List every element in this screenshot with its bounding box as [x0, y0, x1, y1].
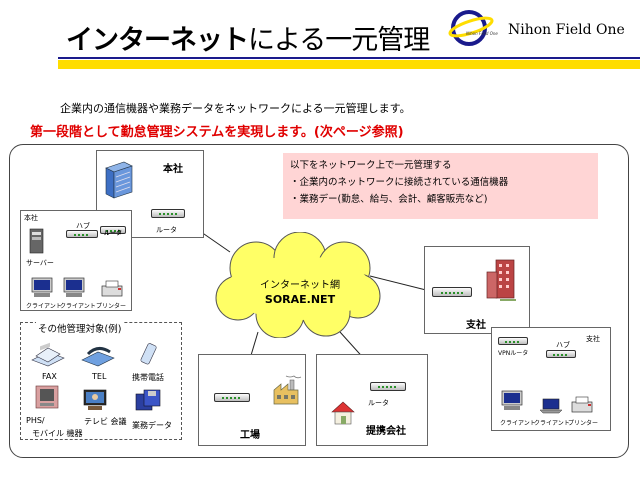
logo-swoosh: [448, 16, 494, 38]
server-rack-icon: [105, 161, 133, 199]
branch-lan-hub-label: ハブ: [556, 341, 570, 349]
vpn-router-icon: [498, 337, 528, 345]
fax-icon: [31, 342, 65, 367]
partner-name: 提携会社: [366, 426, 406, 437]
factory-router-icon: [214, 393, 250, 402]
page-title-main: インターネット: [66, 25, 249, 56]
server-icon: [29, 228, 44, 254]
intro-text: 企業内の通信機器や業務データをネットワークによる一元管理します。: [60, 102, 411, 115]
page-title: インターネットによる一元管理: [66, 18, 430, 57]
partner-router-icon: [370, 382, 406, 391]
printer-icon: [571, 396, 593, 413]
branch-lan-name: 支社: [586, 335, 600, 343]
branch-client2-label: クライアント: [534, 420, 570, 427]
hq-router-icon: [151, 209, 185, 218]
partner-router-label: ルータ: [368, 399, 389, 407]
factory-name: 工場: [240, 430, 260, 441]
branch-client1-label: クライアント: [500, 420, 536, 427]
client-pc-icon: [63, 277, 85, 297]
title-underline-yellow: [58, 60, 640, 69]
hq-lan-name: 本社: [24, 214, 38, 222]
page-title-suffix: による一元管理: [248, 25, 430, 56]
hq-router-label: ルータ: [156, 226, 177, 234]
video-conference-icon: [83, 389, 107, 410]
server-label: サーバー: [26, 259, 54, 267]
hq-client1-label: クライアント: [26, 303, 62, 310]
business-data-label: 業務データ: [132, 421, 172, 430]
mobile-phone-icon: [140, 343, 157, 365]
branch-router-icon: [432, 287, 472, 297]
laptop-icon: [539, 398, 563, 414]
telephone-icon: [81, 347, 115, 367]
partner-site: [316, 354, 428, 446]
floppy-disk-icon: [135, 389, 161, 411]
tel-label: TEL: [92, 372, 107, 381]
hq-name: 本社: [163, 164, 183, 175]
company-name: Nihon Field One: [508, 22, 625, 38]
note-line-2: ・企業内のネットワークに接続されている通信機器: [290, 177, 509, 188]
title-underline-blue: [58, 57, 640, 59]
highlight-text: 第一段階として勤怠管理システムを実現します。(次ページ参照): [30, 125, 404, 140]
video-conf-label: テレビ 会議: [84, 417, 127, 426]
branch-name: 支社: [466, 320, 486, 331]
mobile-label: 携帯電話: [132, 373, 164, 382]
hq-printer-label: プリンター: [96, 303, 127, 310]
mobile-device-label: モバイル 機器: [32, 429, 83, 438]
requirements-note: 以下をネットワーク上で一元管理する ・企業内のネットワークに接続されている通信機…: [283, 153, 598, 219]
factory-icon: [273, 375, 302, 405]
client-pc-icon: [31, 277, 53, 297]
client-pc-icon: [501, 390, 523, 410]
company-logo: [448, 10, 494, 46]
note-line-3: ・業務デー(勤怠、給与、会計、顧客販売など): [290, 194, 488, 205]
house-icon: [331, 401, 355, 425]
office-building-icon: [486, 259, 516, 301]
printer-icon: [101, 280, 123, 297]
phs-label: PHS/: [26, 416, 45, 425]
logo-wordmark: Nihon Field One: [466, 31, 498, 36]
pda-icon: [35, 385, 59, 409]
hq-lan-router-icon: [100, 226, 126, 234]
note-line-1: 以下をネットワーク上で一元管理する: [290, 160, 452, 171]
cloud-title: インターネット網: [260, 280, 340, 291]
hq-lan-hub-icon: [66, 230, 98, 238]
branch-printer-label: プリンター: [568, 420, 599, 427]
fax-label: FAX: [42, 372, 57, 381]
branch-lan-hub-icon: [546, 350, 576, 358]
vpn-router-label: VPNルータ: [498, 350, 529, 357]
internet-cloud: [215, 232, 381, 338]
hq-lan-hub-label: ハブ: [76, 222, 90, 230]
other-targets-title: その他管理対象(例): [36, 321, 124, 335]
hq-client2-label: クライアント: [60, 303, 96, 310]
hq-lan-router-label: ルータ: [104, 230, 123, 237]
cloud-subtitle: SORAE.NET: [264, 293, 336, 306]
